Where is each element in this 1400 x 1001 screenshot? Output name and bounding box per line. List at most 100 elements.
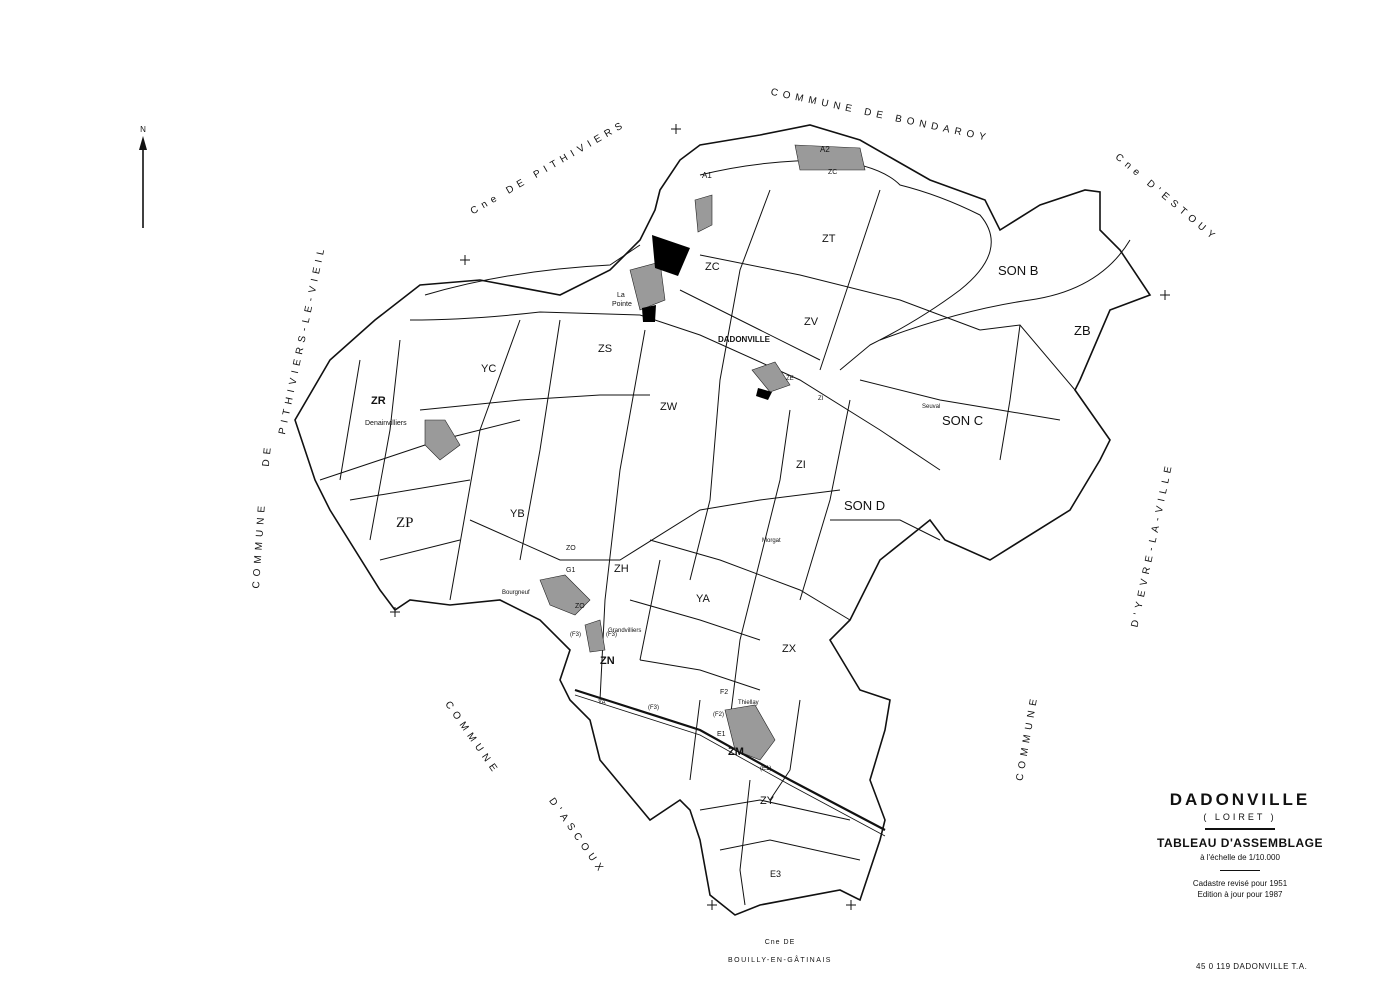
road xyxy=(469,489,841,561)
road xyxy=(979,324,1076,391)
filled-parcel xyxy=(642,305,656,322)
road xyxy=(369,339,401,541)
section-son-c: SON C xyxy=(942,413,983,428)
section-zo-top: ZO xyxy=(566,545,576,552)
north-label: N xyxy=(140,125,146,134)
map-title: DADONVILLE xyxy=(1169,790,1311,809)
road xyxy=(599,329,646,701)
boundary-marker xyxy=(671,124,681,134)
section-zp: ZP xyxy=(396,515,414,531)
road xyxy=(379,539,461,561)
road xyxy=(739,779,751,906)
filled-parcel xyxy=(756,388,772,400)
built-area xyxy=(629,261,666,311)
boundary-marker xyxy=(846,900,856,910)
scale-divider xyxy=(1220,870,1260,871)
road xyxy=(819,189,881,371)
place-denainvilliers: Denainvilliers xyxy=(365,420,407,427)
commune-ascoux-label: D'ASCOUX xyxy=(546,796,607,877)
commune-estouy-label: Cne D'ESTOUY xyxy=(1113,152,1221,245)
road xyxy=(719,839,861,861)
section-yb: YB xyxy=(510,508,525,520)
section-e1: E1 xyxy=(717,731,726,738)
section-ya: YA xyxy=(696,593,711,605)
section-zc-top: ZC xyxy=(828,169,837,176)
commune-bondaroy-label: COMMUNE DE BONDAROY xyxy=(770,87,992,144)
road xyxy=(679,289,821,361)
road xyxy=(519,319,561,561)
edition-note: Edition à jour pour 1987 xyxy=(1197,890,1283,899)
boundary-marker xyxy=(390,607,400,617)
section-zt: ZT xyxy=(822,233,836,245)
place-seuval: Seuval xyxy=(922,404,940,410)
road xyxy=(830,519,941,541)
section-zn: ZN xyxy=(600,655,615,667)
road xyxy=(629,599,761,641)
built-area xyxy=(694,194,713,233)
built-area xyxy=(751,361,791,393)
road xyxy=(999,324,1021,461)
section-f2b: (F2) xyxy=(713,712,724,718)
road xyxy=(799,399,851,601)
map-scale: à l'échelle de 1/10.000 xyxy=(1200,853,1280,862)
commune-boundary xyxy=(294,124,1152,916)
section-zb: ZB xyxy=(1074,323,1091,338)
sheet-reference: 45 0 119 DADONVILLE T.A. xyxy=(1196,962,1308,971)
valley xyxy=(879,239,1131,341)
section-zc: ZC xyxy=(705,261,720,273)
boundary-marker xyxy=(707,900,717,910)
road xyxy=(639,659,761,691)
section-f3-low: (F3) xyxy=(648,705,659,711)
map-subtitle: ( LOIRET ) xyxy=(1203,812,1277,822)
place-dadonville: DADONVILLE xyxy=(718,335,771,344)
section-a2: A2 xyxy=(820,145,830,154)
section-f3-mid: (F3) xyxy=(606,632,617,638)
section-zs: ZS xyxy=(598,343,612,355)
place-la-pointe-1: La xyxy=(617,292,625,299)
built-area xyxy=(539,574,591,616)
place-la-pointe-2: Pointe xyxy=(612,301,632,308)
section-zx: ZX xyxy=(782,643,797,655)
place-morgat: Morgat xyxy=(762,538,781,544)
railway xyxy=(574,688,886,831)
section-zy: ZY xyxy=(760,795,775,807)
road xyxy=(639,559,661,661)
section-yc: YC xyxy=(481,363,496,375)
revision-note: Cadastre revisé pour 1951 xyxy=(1192,879,1288,888)
commune-right-label: COMMUNE xyxy=(1015,693,1041,781)
section-zr: ZR xyxy=(371,395,386,407)
section-zv: ZV xyxy=(804,316,819,328)
road xyxy=(409,311,941,471)
road xyxy=(729,409,791,721)
road xyxy=(859,379,1061,421)
section-zh: ZH xyxy=(614,563,629,575)
commune-de-left-label: DE xyxy=(261,442,274,467)
section-g1: G1 xyxy=(566,567,575,574)
place-bourgneuf: Bourgneuf xyxy=(502,590,530,596)
section-zo: ZO xyxy=(575,603,585,610)
north-arrow: N xyxy=(139,125,147,228)
section-son-d: SON D xyxy=(844,498,885,513)
road xyxy=(339,359,361,481)
section-son-b: SON B xyxy=(998,263,1038,278)
boundary-marker xyxy=(1160,290,1170,300)
boundary-marker xyxy=(460,255,470,265)
section-a1: A1 xyxy=(702,171,712,180)
section-zi: ZI xyxy=(796,459,806,471)
built-area xyxy=(794,144,866,171)
section-ze: ZE xyxy=(786,376,794,382)
road xyxy=(689,189,771,581)
built-area xyxy=(724,704,776,761)
section-f2: F2 xyxy=(720,689,728,696)
built-area xyxy=(584,619,606,653)
commune-pithiviers-label: Cne DE PITHIVIERS xyxy=(469,118,629,217)
road xyxy=(769,699,801,801)
built-area xyxy=(424,419,461,461)
section-zw: ZW xyxy=(660,401,678,413)
filled-parcel xyxy=(652,235,690,276)
road xyxy=(319,419,521,481)
section-e3: E3 xyxy=(770,869,781,879)
road xyxy=(699,799,851,821)
road xyxy=(699,254,981,331)
